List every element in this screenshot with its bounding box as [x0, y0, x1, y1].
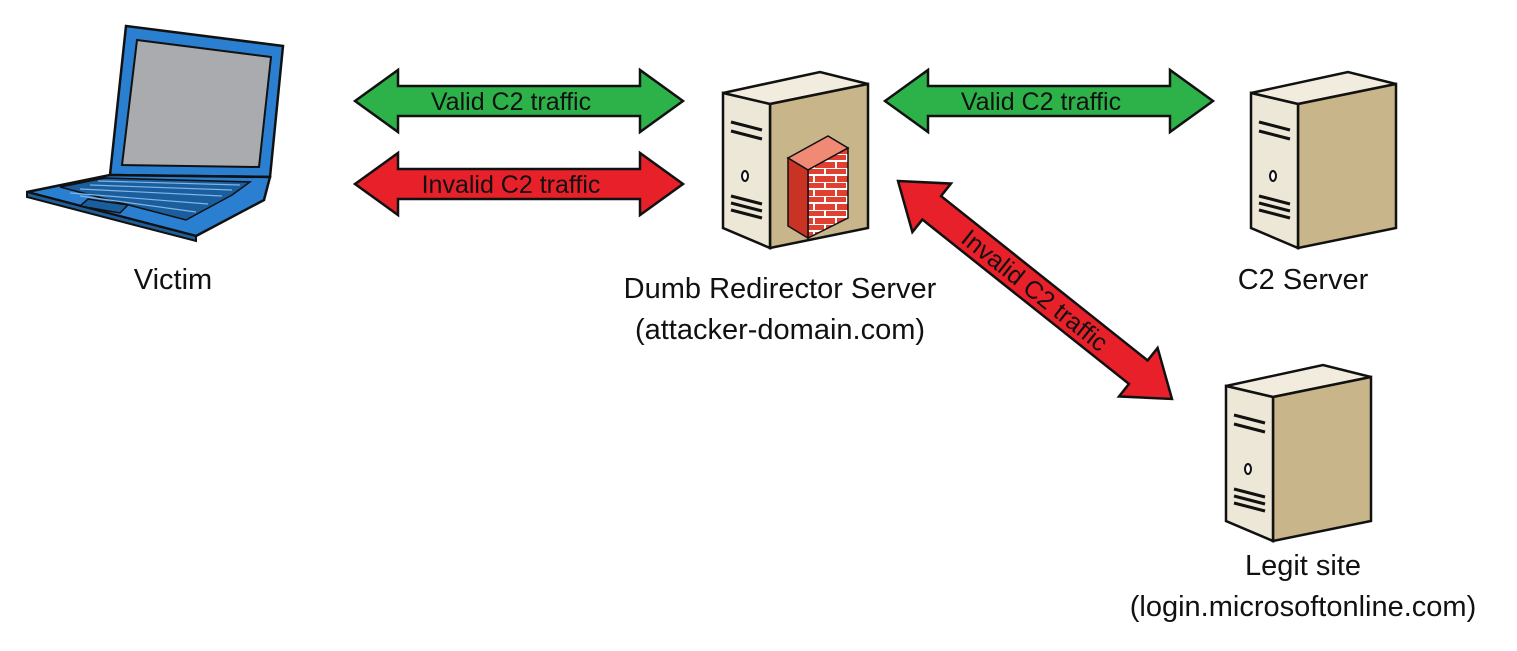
arrow-label-victim-invalid: Invalid C2 traffic: [422, 171, 601, 199]
arrow-victim-valid-shape: [352, 67, 686, 135]
arrow-legit-invalid-shape: [896, 179, 1174, 401]
arrow-c2-valid-shape: [882, 67, 1216, 135]
c2-server-label: C2 Server: [1237, 264, 1369, 296]
legit-site-domain-label: (login.microsoftonline.com): [1129, 591, 1477, 623]
arrow-redirector-c2-valid: Valid C2 traffic: [882, 67, 1216, 135]
arrow-label-c2-valid: Valid C2 traffic: [961, 88, 1121, 116]
redirector-label: Dumb Redirector Server: [623, 273, 937, 305]
legit-site-label: Legit site: [1244, 550, 1362, 582]
c2-server-icon: [1249, 70, 1398, 250]
server-drive-bays: [730, 120, 763, 220]
arrow-label-victim-valid: Valid C2 traffic: [431, 88, 591, 116]
legit-site-server-icon: [1224, 363, 1373, 543]
laptop-screen: [120, 38, 273, 169]
arrow-victim-redirector-invalid: Invalid C2 traffic: [352, 150, 686, 218]
victim-label: Victim: [133, 264, 213, 296]
laptop-icon: [26, 24, 285, 243]
laptop-base-edge: [26, 190, 197, 243]
redirector-domain-label: (attacker-domain.com): [634, 314, 926, 346]
arrow-victim-invalid-shape: [352, 150, 686, 218]
server-power-light: [741, 170, 749, 182]
arrow-victim-redirector-valid: Valid C2 traffic: [352, 67, 686, 135]
redirector-server-icon: [721, 70, 870, 250]
laptop-key-rows: [69, 180, 241, 213]
laptop-touchpad: [78, 198, 130, 214]
firewall-icon: [786, 135, 850, 240]
